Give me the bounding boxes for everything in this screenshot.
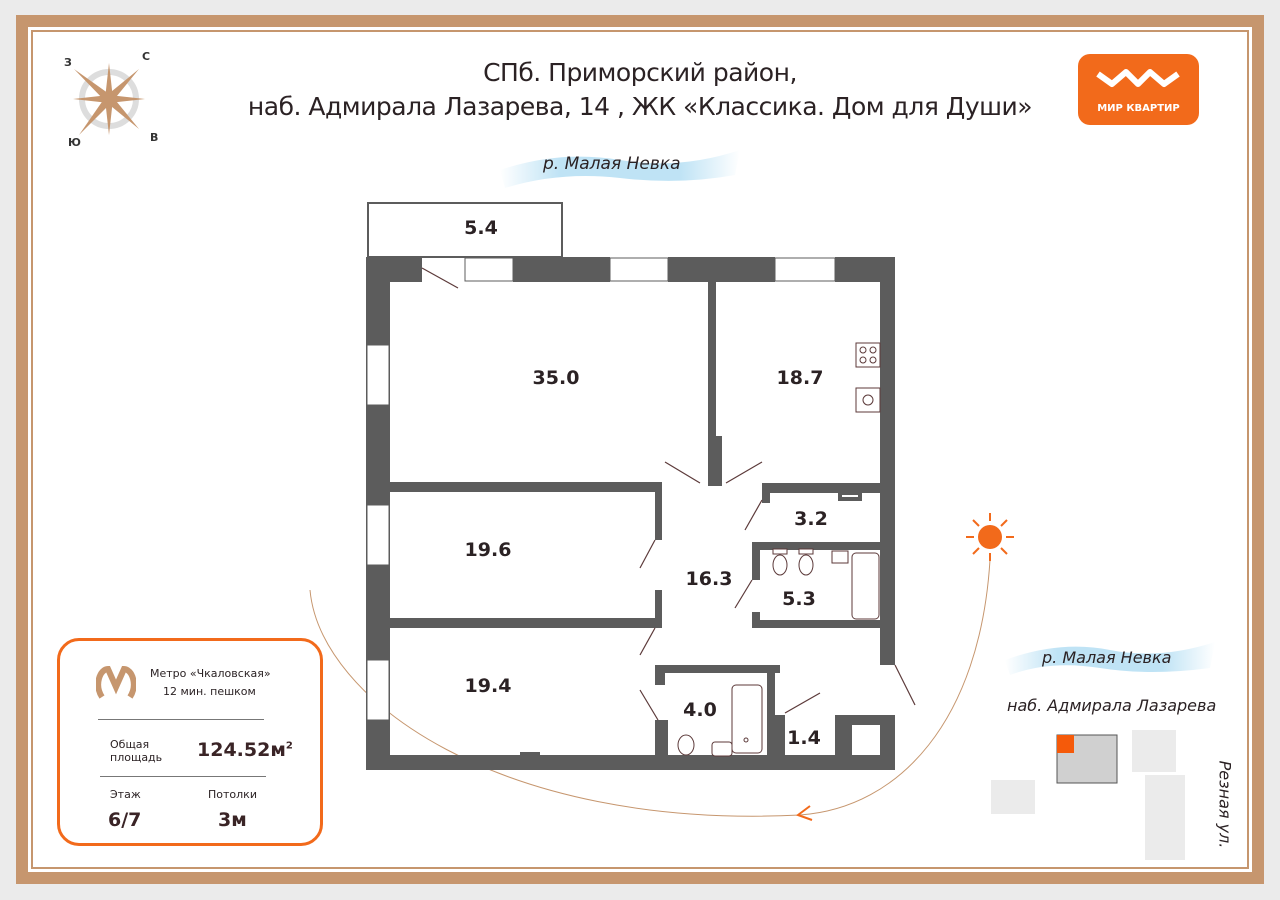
room-living: 35.0 [532, 367, 580, 389]
sun-path [309, 559, 991, 817]
metro-name: Метро «Чкаловская» [150, 667, 271, 680]
compass-east: В [150, 131, 159, 144]
compass-west: З [64, 56, 72, 69]
logo-mark-icon [1096, 69, 1180, 87]
room-bathroom-1: 5.3 [782, 588, 816, 610]
area-value: 124.52м [197, 739, 286, 761]
arrow-icon [795, 805, 813, 821]
river-label: р. Малая Невка [543, 154, 681, 174]
compass-icon [73, 63, 145, 135]
room-wc: 1.4 [787, 727, 821, 749]
room-bedroom-2: 19.4 [464, 675, 512, 697]
ceiling-label: Потолки [208, 788, 257, 801]
room-hall: 16.3 [685, 568, 733, 590]
floor-label: Этаж [110, 788, 141, 801]
door-swings [421, 267, 916, 721]
area-label-2: площадь [110, 751, 163, 764]
compass-south: Ю [68, 136, 81, 149]
logo: МИР КВАРТИР [1078, 54, 1199, 125]
compass-north: С [142, 50, 151, 63]
address-line-1: СПб. Приморский район, [483, 58, 797, 87]
metro-walk: 12 мин. пешком [163, 685, 256, 698]
info-card: Метро «Чкаловская» 12 мин. пешком Общая … [57, 638, 323, 846]
fixtures [677, 342, 881, 757]
metro-icon [96, 665, 136, 699]
floor-value: 6/7 [108, 809, 142, 831]
location-map [991, 730, 1185, 860]
moon-icon [298, 565, 320, 606]
room-storage: 3.2 [794, 508, 828, 530]
room-bathroom-2: 4.0 [683, 699, 717, 721]
river-top [500, 150, 740, 188]
map-embankment-label: наб. Адмирала Лазарева [1007, 696, 1217, 715]
sun-icon [966, 513, 1014, 561]
map-river-label: р. Малая Невка [1042, 648, 1172, 667]
map-street-label: Резная ул. [1215, 760, 1235, 849]
address-line-2: наб. Адмирала Лазарева, 14 , ЖК «Классик… [247, 92, 1033, 121]
room-kitchen: 18.7 [776, 367, 824, 389]
area-unit-sup: 2 [285, 740, 293, 752]
windows [366, 257, 836, 721]
area-label-1: Общая [110, 738, 150, 751]
room-balcony: 5.4 [464, 217, 498, 239]
ceiling-value: 3м [218, 809, 247, 831]
room-bedroom-1: 19.6 [464, 539, 512, 561]
river-map [1005, 642, 1215, 675]
